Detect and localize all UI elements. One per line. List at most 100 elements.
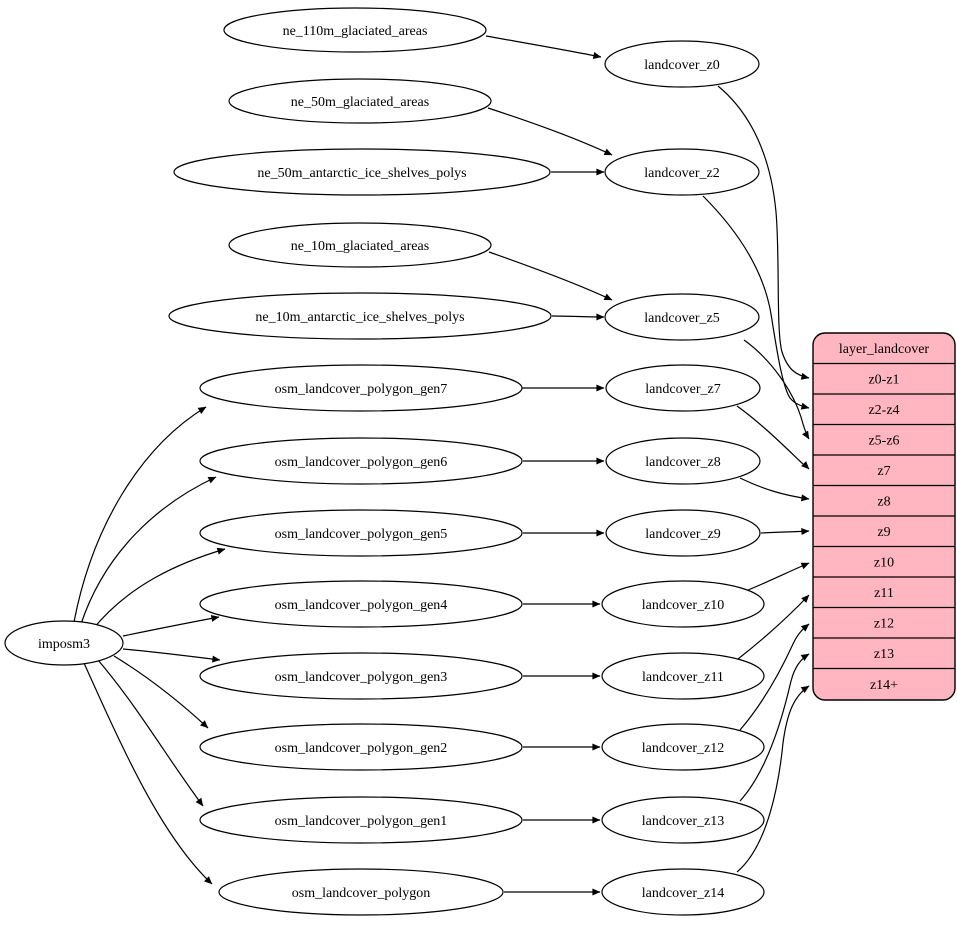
node-osm-landcover-polygon-gen1-label: osm_landcover_polygon_gen1 bbox=[275, 814, 448, 829]
node-landcover-z12-label: landcover_z12 bbox=[642, 741, 724, 756]
edge-z10-to-row-z10 bbox=[747, 562, 810, 591]
table-row-z12: z12 bbox=[874, 617, 894, 632]
edge-z0-to-row-z0-z1 bbox=[717, 85, 810, 380]
node-ne-110m-glaciated-areas-label: ne_110m_glaciated_areas bbox=[283, 24, 428, 39]
edge-ne50m-glaciated-to-z2 bbox=[487, 107, 613, 156]
node-landcover-z0-shape bbox=[604, 40, 760, 88]
node-osm-landcover-polygon-shape bbox=[218, 868, 504, 916]
node-osm-landcover-polygon-gen5-shape bbox=[199, 509, 523, 557]
node-osm-landcover-polygon-gen6: osm_landcover_polygon_gen6 bbox=[199, 437, 523, 485]
node-landcover-z14-shape bbox=[601, 868, 765, 916]
node-ne-50m-glaciated-areas-shape bbox=[228, 78, 492, 124]
node-landcover-z2-label: landcover_z2 bbox=[644, 166, 719, 181]
node-landcover-z7-label: landcover_z7 bbox=[645, 382, 720, 397]
node-osm-landcover-polygon-gen6-label: osm_landcover_polygon_gen6 bbox=[275, 455, 448, 470]
node-ne-50m-antarctic-ice-shelves-polys: ne_50m_antarctic_ice_shelves_polys bbox=[173, 148, 551, 196]
edge-z5-to-row-z5-z6 bbox=[743, 339, 810, 440]
edge-z12-to-row-z12 bbox=[739, 623, 810, 731]
edge-imposm3-to-gen2 bbox=[113, 655, 209, 729]
table-row-z7: z7 bbox=[877, 464, 890, 479]
node-landcover-z13-label: landcover_z13 bbox=[642, 814, 724, 829]
node-osm-landcover-polygon-gen7-shape bbox=[199, 364, 523, 412]
edge-z8-to-row-z8 bbox=[739, 477, 810, 502]
edge-z14-to-row-z14 bbox=[736, 685, 810, 873]
node-osm-landcover-polygon-gen3-label: osm_landcover_polygon_gen3 bbox=[275, 670, 448, 685]
table-row-z0-z1: z0-z1 bbox=[868, 373, 899, 388]
node-imposm3-label: imposm3 bbox=[38, 637, 90, 652]
table-row-z8: z8 bbox=[877, 495, 890, 510]
node-landcover-z5-shape bbox=[604, 293, 760, 341]
node-osm-landcover-polygon-gen5-label: osm_landcover_polygon_gen5 bbox=[275, 527, 448, 542]
edge-imposm3-to-gen4 bbox=[122, 614, 220, 637]
node-landcover-z5-label: landcover_z5 bbox=[644, 311, 719, 326]
table-title: layer_landcover bbox=[839, 342, 930, 357]
node-ne-50m-glaciated-areas-label: ne_50m_glaciated_areas bbox=[291, 95, 429, 110]
node-landcover-z10-label: landcover_z10 bbox=[642, 598, 724, 613]
node-osm-landcover-polygon-gen2-shape bbox=[199, 723, 523, 771]
edge-ne10m-glaciated-to-z5 bbox=[488, 251, 613, 301]
edge-ne110m-to-z0 bbox=[485, 35, 602, 59]
node-ne-10m-antarctic-ice-shelves-polys-label: ne_10m_antarctic_ice_shelves_polys bbox=[255, 310, 464, 325]
node-ne-50m-antarctic-ice-shelves-polys-label: ne_50m_antarctic_ice_shelves_polys bbox=[257, 166, 466, 181]
node-ne-110m-glaciated-areas: ne_110m_glaciated_areas bbox=[223, 7, 487, 53]
table-row-z14: z14+ bbox=[870, 678, 898, 693]
node-landcover-z0-label: landcover_z0 bbox=[644, 58, 719, 73]
node-landcover-z10-shape bbox=[601, 580, 765, 628]
node-osm-landcover-polygon-gen7: osm_landcover_polygon_gen7 bbox=[199, 364, 523, 412]
edge-z7-to-row-z7 bbox=[736, 405, 810, 470]
node-landcover-z7-shape bbox=[605, 364, 761, 412]
node-imposm3: imposm3 bbox=[4, 620, 124, 666]
table-row-z9: z9 bbox=[877, 525, 890, 540]
nodes: imposm3 ne_110m_glaciated_areas ne_50m_g… bbox=[4, 7, 765, 916]
edge-imposm3-to-gen6 bbox=[80, 476, 217, 625]
node-landcover-z13: landcover_z13 bbox=[601, 796, 765, 844]
node-ne-50m-antarctic-ice-shelves-polys-shape bbox=[173, 148, 551, 196]
node-landcover-z8: landcover_z8 bbox=[605, 437, 761, 485]
node-osm-landcover-polygon-gen3: osm_landcover_polygon_gen3 bbox=[199, 652, 523, 700]
edges bbox=[73, 35, 810, 896]
edge-imposm3-to-gen1 bbox=[97, 659, 204, 807]
node-landcover-z11-shape bbox=[601, 652, 765, 700]
node-imposm3-shape bbox=[4, 620, 124, 666]
node-landcover-z9: landcover_z9 bbox=[605, 509, 761, 557]
node-landcover-z2: landcover_z2 bbox=[604, 148, 760, 196]
node-osm-landcover-polygon-gen3-shape bbox=[199, 652, 523, 700]
node-osm-landcover-polygon-gen7-label: osm_landcover_polygon_gen7 bbox=[275, 382, 448, 397]
node-ne-50m-glaciated-areas: ne_50m_glaciated_areas bbox=[228, 78, 492, 124]
node-osm-landcover-polygon-gen1: osm_landcover_polygon_gen1 bbox=[199, 796, 523, 844]
node-landcover-z8-shape bbox=[605, 437, 761, 485]
node-landcover-z12-shape bbox=[601, 723, 765, 771]
node-osm-landcover-polygon-label: osm_landcover_polygon bbox=[292, 886, 430, 901]
node-osm-landcover-polygon-gen4-shape bbox=[199, 580, 523, 628]
node-osm-landcover-polygon-gen4-label: osm_landcover_polygon_gen4 bbox=[275, 598, 448, 613]
node-ne-10m-glaciated-areas-label: ne_10m_glaciated_areas bbox=[291, 239, 429, 254]
edge-z11-to-row-z11 bbox=[737, 594, 810, 660]
node-ne-10m-glaciated-areas: ne_10m_glaciated_areas bbox=[228, 222, 492, 268]
node-osm-landcover-polygon-gen1-shape bbox=[199, 796, 523, 844]
edge-z9-to-row-z9 bbox=[760, 527, 810, 535]
edge-imposm3-to-gen5 bbox=[92, 547, 226, 630]
node-landcover-z0: landcover_z0 bbox=[604, 40, 760, 88]
node-landcover-z14: landcover_z14 bbox=[601, 868, 765, 916]
node-landcover-z9-label: landcover_z9 bbox=[645, 527, 720, 542]
node-ne-10m-antarctic-ice-shelves-polys: ne_10m_antarctic_ice_shelves_polys bbox=[168, 292, 552, 340]
node-osm-landcover-polygon-gen5: osm_landcover_polygon_gen5 bbox=[199, 509, 523, 557]
node-ne-10m-glaciated-areas-shape bbox=[228, 222, 492, 268]
edge-z13-to-row-z13 bbox=[739, 653, 810, 802]
edge-imposm3-to-gen7 bbox=[73, 406, 207, 623]
node-landcover-z11: landcover_z11 bbox=[601, 652, 765, 700]
table-row-z11: z11 bbox=[874, 586, 894, 601]
table-row-z13: z13 bbox=[874, 647, 894, 662]
node-landcover-z5: landcover_z5 bbox=[604, 293, 760, 341]
node-osm-landcover-polygon: osm_landcover_polygon bbox=[218, 868, 504, 916]
node-landcover-z9-shape bbox=[605, 509, 761, 557]
node-landcover-z12: landcover_z12 bbox=[601, 723, 765, 771]
node-ne-10m-antarctic-ice-shelves-polys-shape bbox=[168, 292, 552, 340]
edge-imposm3-to-polygon bbox=[83, 662, 213, 885]
edge-imposm3-to-gen3 bbox=[122, 648, 221, 663]
edge-ne10m-antarctic-to-z5 bbox=[551, 313, 605, 321]
node-osm-landcover-polygon-gen2-label: osm_landcover_polygon_gen2 bbox=[275, 741, 448, 756]
node-osm-landcover-polygon-gen6-shape bbox=[199, 437, 523, 485]
node-landcover-z2-shape bbox=[604, 148, 760, 196]
